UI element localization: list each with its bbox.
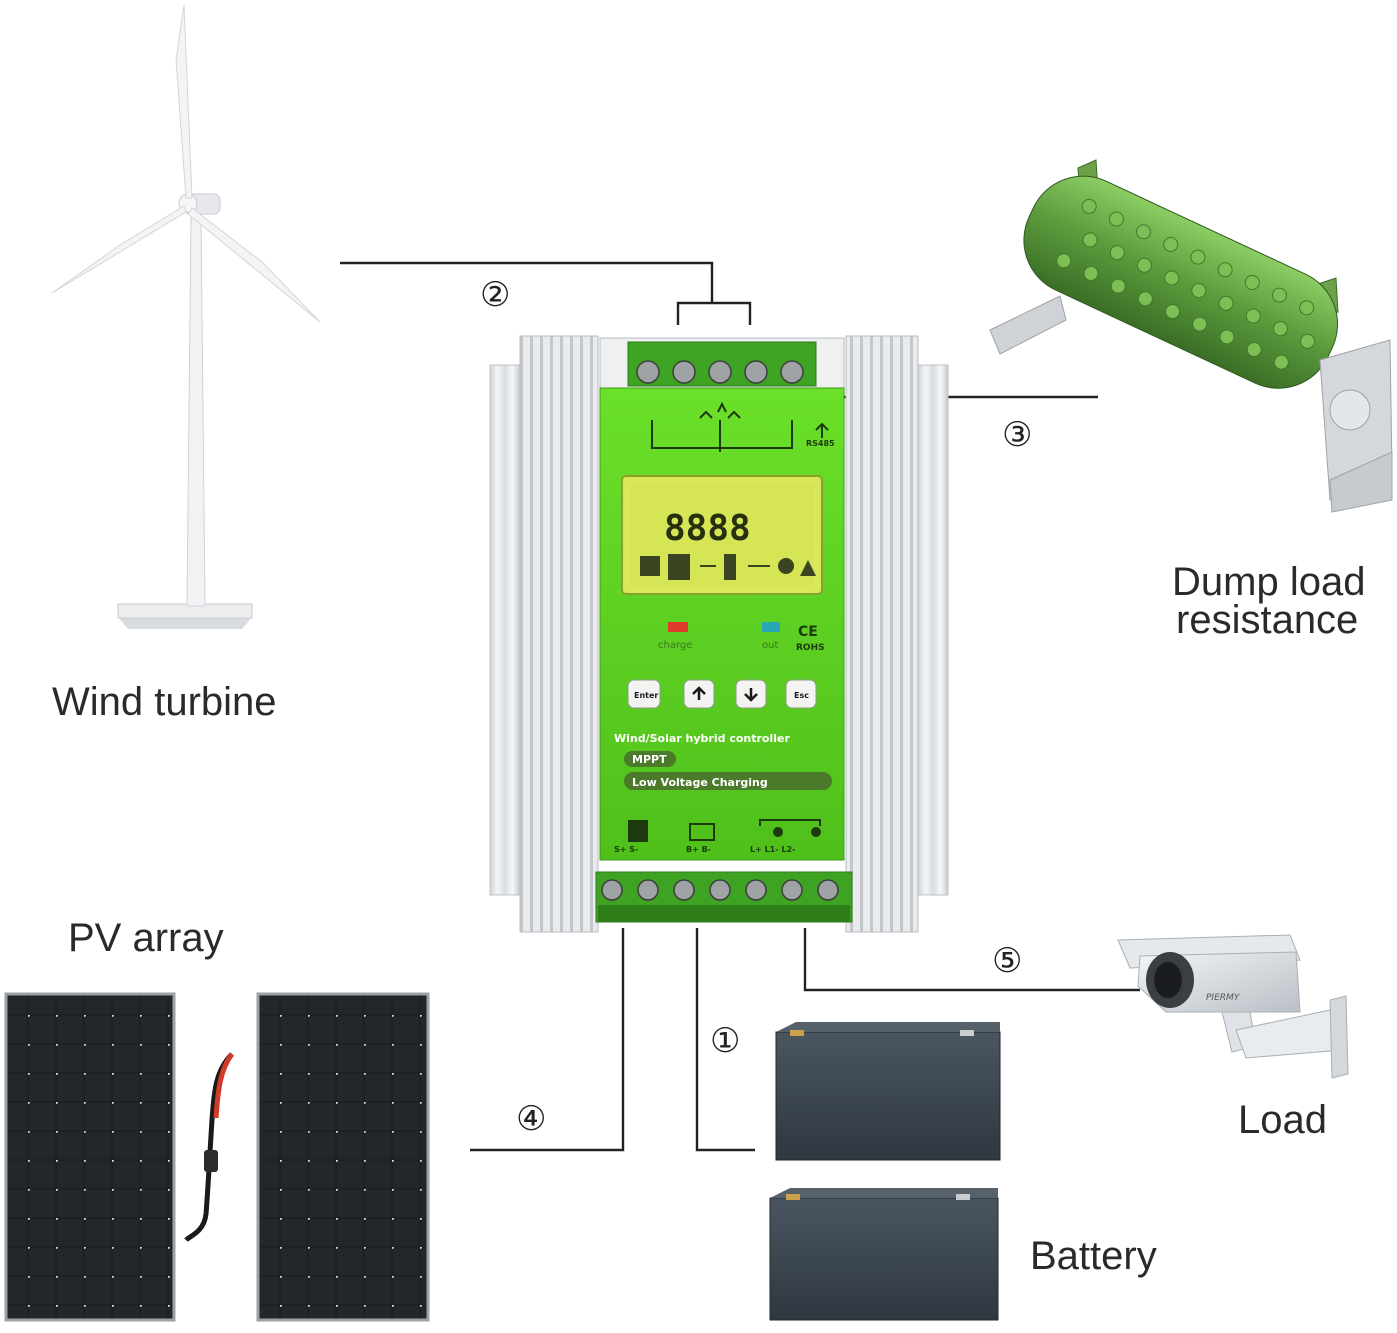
connection-1-marker: ① (710, 1021, 741, 1061)
camera-brand: PIERMY (1206, 993, 1241, 1003)
pv-array-label: PV array (68, 916, 224, 960)
connection-3-marker: ③ (1002, 415, 1033, 455)
pv-array-illustration (4, 992, 430, 1322)
dump-load-label-line2: resistance (1176, 598, 1359, 642)
connection-4-marker: ④ (516, 1099, 547, 1139)
led-out-label: out (762, 640, 778, 651)
led-charge-label: charge (658, 640, 692, 651)
lcd-digits: 8888 (664, 508, 751, 549)
dump-load-resistor (989, 159, 1393, 513)
battery-illustration (769, 1022, 1001, 1321)
mppt-badge: MPPT (632, 753, 667, 766)
controller-title: Wind/Solar hybrid controller (614, 732, 790, 745)
load-terminal-label: L+ L1- L2- (750, 845, 795, 854)
camera-load-illustration: PIERMY (1117, 934, 1349, 1079)
solar-terminal-label: S+ S- (614, 845, 638, 854)
esc-button-label: Esc (794, 691, 809, 700)
ce-mark: CE (798, 624, 818, 640)
load-label: Load (1238, 1098, 1327, 1142)
enter-button-label: Enter (634, 691, 658, 700)
controller-buttons (627, 679, 817, 709)
battery-terminal-label: B+ B- (686, 845, 711, 854)
connection-2-marker: ② (480, 275, 511, 315)
dump-load-label-line1: Dump load (1172, 560, 1366, 604)
rohs-mark: ROHS (796, 643, 825, 653)
hybrid-controller: RS485 8888 charge out CE ROHS (489, 335, 949, 933)
battery-label: Battery (1030, 1234, 1157, 1278)
connection-5-marker: ⑤ (992, 941, 1023, 981)
wind-turbine-label: Wind turbine (52, 680, 277, 724)
wind-turbine-illustration (51, 4, 321, 629)
rs485-text: RS485 (806, 439, 835, 448)
lvc-badge: Low Voltage Charging (632, 776, 768, 789)
